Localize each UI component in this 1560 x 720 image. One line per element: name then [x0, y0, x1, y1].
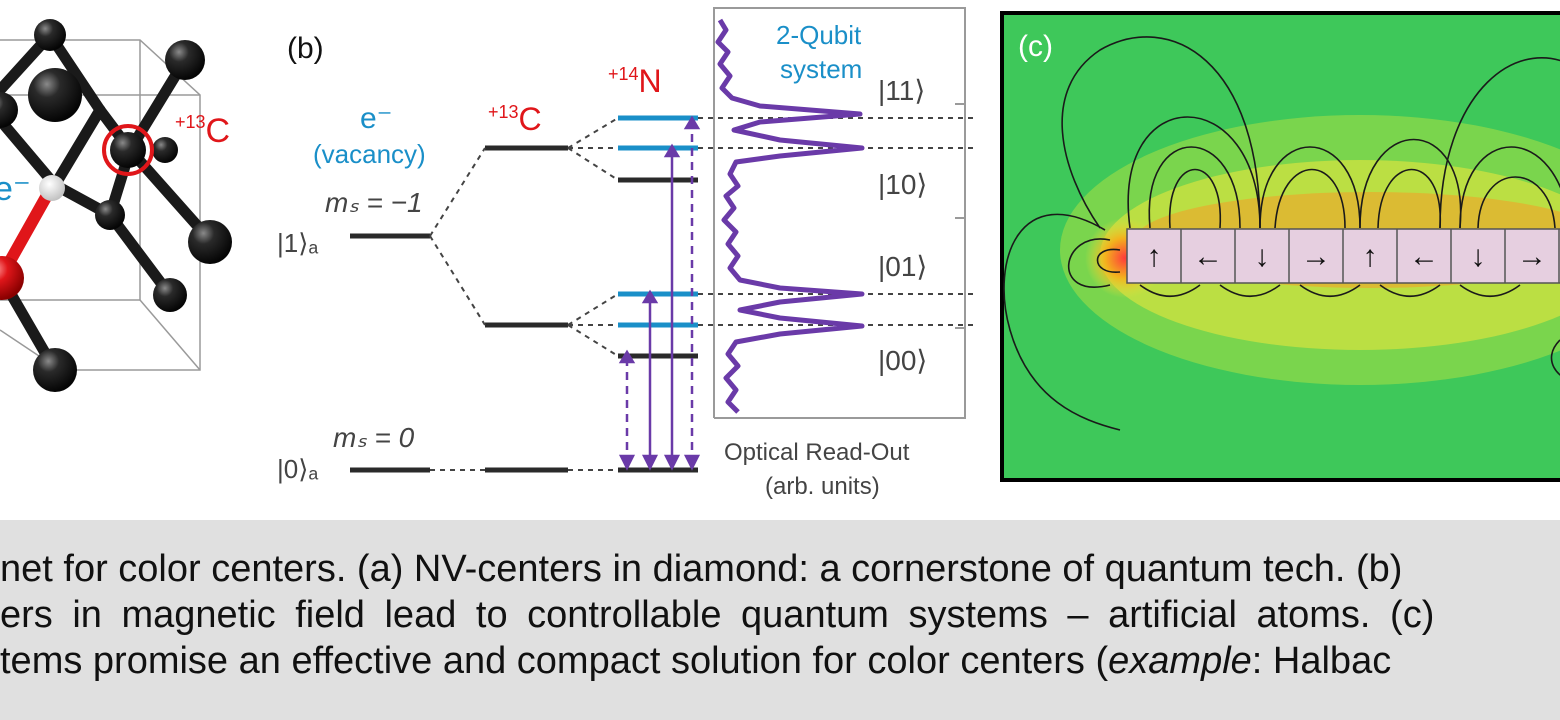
caption-line-3-italic: example: [1108, 640, 1252, 682]
ms-zero-label: mₛ = 0: [333, 422, 415, 453]
electron-label-a: e⁻: [0, 170, 31, 208]
readout-spectrum: 2-Qubit system |11⟩ |10⟩ |01⟩ |00⟩: [713, 7, 966, 419]
magnet-array: ↑ ← ↓ → ↑ ← ↓ →: [1126, 228, 1560, 284]
panel-b-label: (b): [287, 32, 324, 65]
electron-label: e⁻: [360, 102, 393, 135]
c13-atom: [110, 132, 146, 168]
caption-line-3: tems promise an effective and compact so…: [0, 640, 1391, 683]
magnet-arrow-4: →: [1301, 240, 1331, 273]
nitrogen-atom: [0, 256, 24, 300]
caption-line-1: net for color centers. (a) NV-centers in…: [0, 548, 1403, 590]
ket-0a-label: |0⟩ₐ: [277, 454, 318, 484]
magnet-arrow-1: ↑: [1147, 240, 1162, 273]
magnet-arrow-2: ←: [1193, 240, 1223, 273]
magnet-arrow-7: ↓: [1471, 240, 1486, 273]
magnet-arrow-5: ↑: [1363, 240, 1378, 273]
level-connectors: [429, 117, 975, 471]
field-lines: [1003, 36, 1560, 431]
panel-a-lattice: +13C e⁻: [0, 19, 232, 392]
readout-label-2: (arb. units): [765, 473, 880, 500]
c13-highlight-ring: [102, 124, 154, 176]
panel-c-field-map: ↑ ← ↓ → ↑ ← ↓ → (c): [1000, 11, 1560, 482]
figure: +13C e⁻ (b) e⁻ (vacancy) mₛ = −1 mₛ = 0 …: [0, 7, 1560, 500]
figure-svg: +13C e⁻ (b) e⁻ (vacancy) mₛ = −1 mₛ = 0 …: [0, 7, 1560, 500]
figure-caption: net for color centers. (a) NV-centers in…: [0, 520, 1560, 720]
qubit-title-2: system: [780, 54, 862, 84]
ket-00-label: |00⟩: [878, 345, 927, 376]
c13-label-b: +13C: [488, 101, 542, 137]
ket-1a-label: |1⟩ₐ: [277, 228, 318, 258]
vacancy-label: (vacancy): [313, 139, 426, 169]
transition-arrows: [618, 115, 701, 471]
ket-11-label: |11⟩: [878, 75, 925, 106]
vacancy-site: [39, 175, 65, 201]
caption-line-2: ers in magnetic field lead to controllab…: [0, 594, 1435, 636]
c13-label-a: +13C: [175, 112, 230, 150]
nv-bond: [0, 184, 56, 276]
readout-trace: [715, 18, 865, 414]
magnet-arrow-6: ←: [1409, 240, 1439, 273]
qubit-title-1: 2-Qubit: [776, 20, 862, 50]
ket-01-label: |01⟩: [878, 251, 927, 282]
panel-b-energy-diagram: (b) e⁻ (vacancy) mₛ = −1 mₛ = 0 |1⟩ₐ |0⟩…: [277, 7, 975, 500]
ms-minus1-label: mₛ = −1: [325, 187, 423, 218]
magnet-arrow-8: →: [1517, 240, 1547, 273]
n14-label: +14N: [608, 63, 662, 99]
magnet-arrow-3: ↓: [1255, 240, 1270, 273]
caption-line-3-a: tems promise an effective and compact so…: [0, 640, 1109, 682]
readout-label-1: Optical Read-Out: [724, 439, 910, 466]
ket-10-label: |10⟩: [878, 169, 927, 200]
caption-line-3-b: : Halbac: [1251, 640, 1392, 682]
panel-c-label: (c): [1018, 30, 1053, 63]
carbon-atoms: [0, 19, 232, 392]
energy-levels: [350, 115, 698, 473]
